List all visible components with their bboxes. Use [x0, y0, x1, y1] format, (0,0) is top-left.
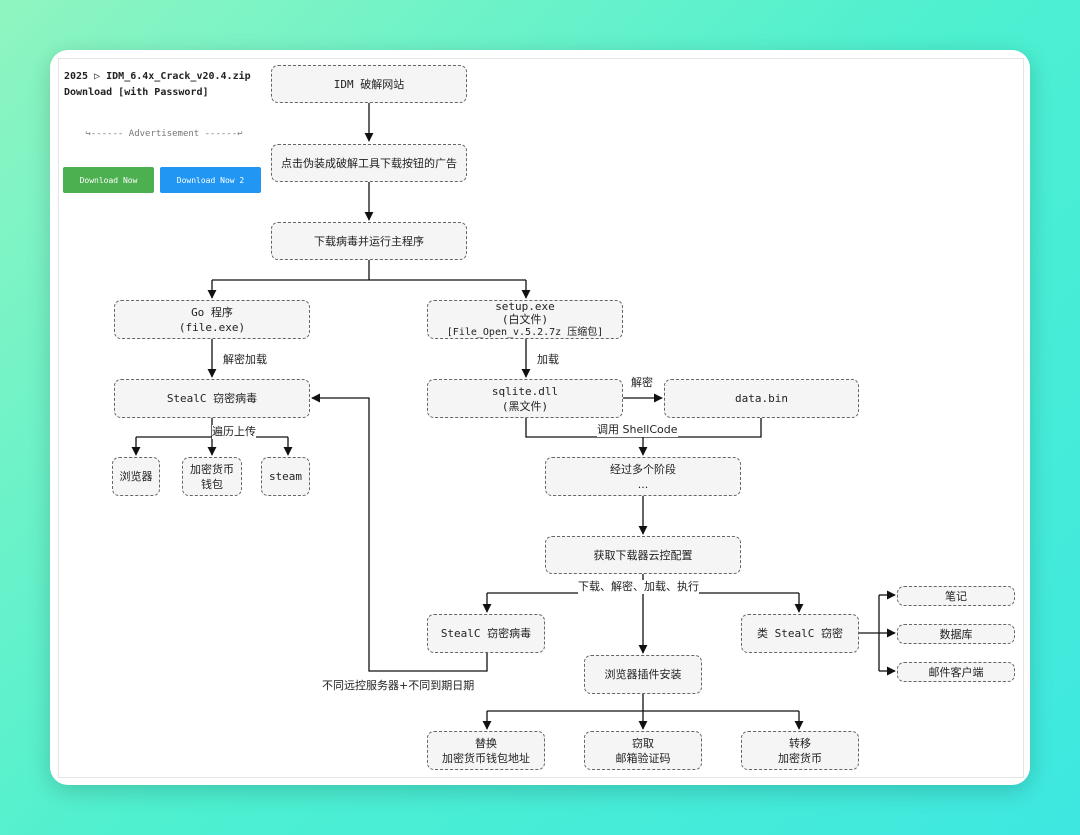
node-mail-client: 邮件客户端 [897, 662, 1015, 682]
node-sqlite-dll-line2: (黑文件) [501, 399, 549, 413]
node-setup-exe-line1: setup.exe [495, 300, 555, 313]
ad-title-line2: Download [with Password] [64, 87, 209, 98]
node-stealc-1: StealC 窃密病毒 [114, 379, 310, 418]
ad-title-line1: 2025 ▷ IDM_6.4x_Crack_v20.4.zip [64, 71, 251, 82]
node-download-run: 下载病毒并运行主程序 [271, 222, 467, 260]
node-steam: steam [261, 457, 310, 496]
node-sqlite-dll: sqlite.dll (黑文件) [427, 379, 623, 418]
edge-stealc2-to-stealc1 [311, 393, 488, 672]
download-now-button[interactable]: Download Now [63, 167, 154, 193]
diagram-canvas: 2025 ▷ IDM_6.4x_Crack_v20.4.zip Download… [58, 58, 1024, 778]
node-database: 数据库 [897, 624, 1015, 644]
node-replace-line1: 替换 [475, 736, 497, 750]
ad-title: 2025 ▷ IDM_6.4x_Crack_v20.4.zip Download… [64, 69, 251, 101]
node-transfer-crypto: 转移 加密货币 [741, 731, 859, 770]
node-steal-mail-line2: 邮箱验证码 [615, 751, 671, 765]
node-setup-exe-line3: [File_Open_v.5.2.7z 压缩包] [446, 327, 604, 338]
node-multi-stage: 经过多个阶段 ... [545, 457, 741, 496]
node-steal-mail-code: 窃取 邮箱验证码 [584, 731, 702, 770]
node-setup-exe: setup.exe (白文件) [File_Open_v.5.2.7z 压缩包] [427, 300, 623, 339]
node-go-program: Go 程序 (file.exe) [114, 300, 310, 339]
node-crypto-wallet-line1: 加密货币 [190, 462, 234, 476]
edge-label-decrypt: 解密 [631, 376, 653, 390]
node-notes: 笔记 [897, 586, 1015, 606]
edge-label-diff-server: 不同远控服务器+不同到期日期 [322, 679, 475, 693]
node-replace-line2: 加密货币钱包地址 [442, 751, 530, 765]
node-browser-plugin: 浏览器插件安装 [584, 655, 702, 694]
node-go-program-line2: (file.exe) [178, 320, 246, 334]
node-crypto-wallet: 加密货币 钱包 [182, 457, 242, 496]
node-transfer-line2: 加密货币 [778, 751, 822, 765]
node-crypto-wallet-line2: 钱包 [201, 477, 223, 491]
edge-label-call-shellcode: 调用 ShellCode [597, 423, 678, 437]
node-click-ad: 点击伪装成破解工具下载按钮的广告 [271, 144, 467, 182]
node-transfer-line1: 转移 [789, 736, 811, 750]
node-browser: 浏览器 [112, 457, 160, 496]
node-go-program-line1: Go 程序 [191, 305, 233, 319]
node-sqlite-dll-line1: sqlite.dll [491, 384, 559, 398]
node-idm-site: IDM 破解网站 [271, 65, 467, 103]
node-replace-wallet: 替换 加密货币钱包地址 [427, 731, 545, 770]
node-multi-stage-line2: ... [637, 477, 649, 491]
edge-label-load: 加载 [537, 353, 559, 367]
node-multi-stage-line1: 经过多个阶段 [610, 462, 676, 476]
node-setup-exe-line2: (白文件) [501, 313, 549, 326]
download-now-2-button[interactable]: Download Now 2 [160, 167, 261, 193]
edge-label-traverse-upload: 遍历上传 [212, 425, 256, 439]
node-stealc-like: 类 StealC 窃密 [741, 614, 859, 653]
node-stealc-2: StealC 窃密病毒 [427, 614, 545, 653]
node-data-bin: data.bin [664, 379, 859, 418]
advertisement-separator: ↪------ Advertisement ------↩ [85, 129, 243, 139]
node-steal-mail-line1: 窃取 [632, 736, 654, 750]
edge-label-decrypt-load: 解密加载 [223, 353, 267, 367]
node-fetch-config: 获取下载器云控配置 [545, 536, 741, 574]
edge-label-download-chain: 下载、解密、加载、执行 [578, 580, 699, 594]
